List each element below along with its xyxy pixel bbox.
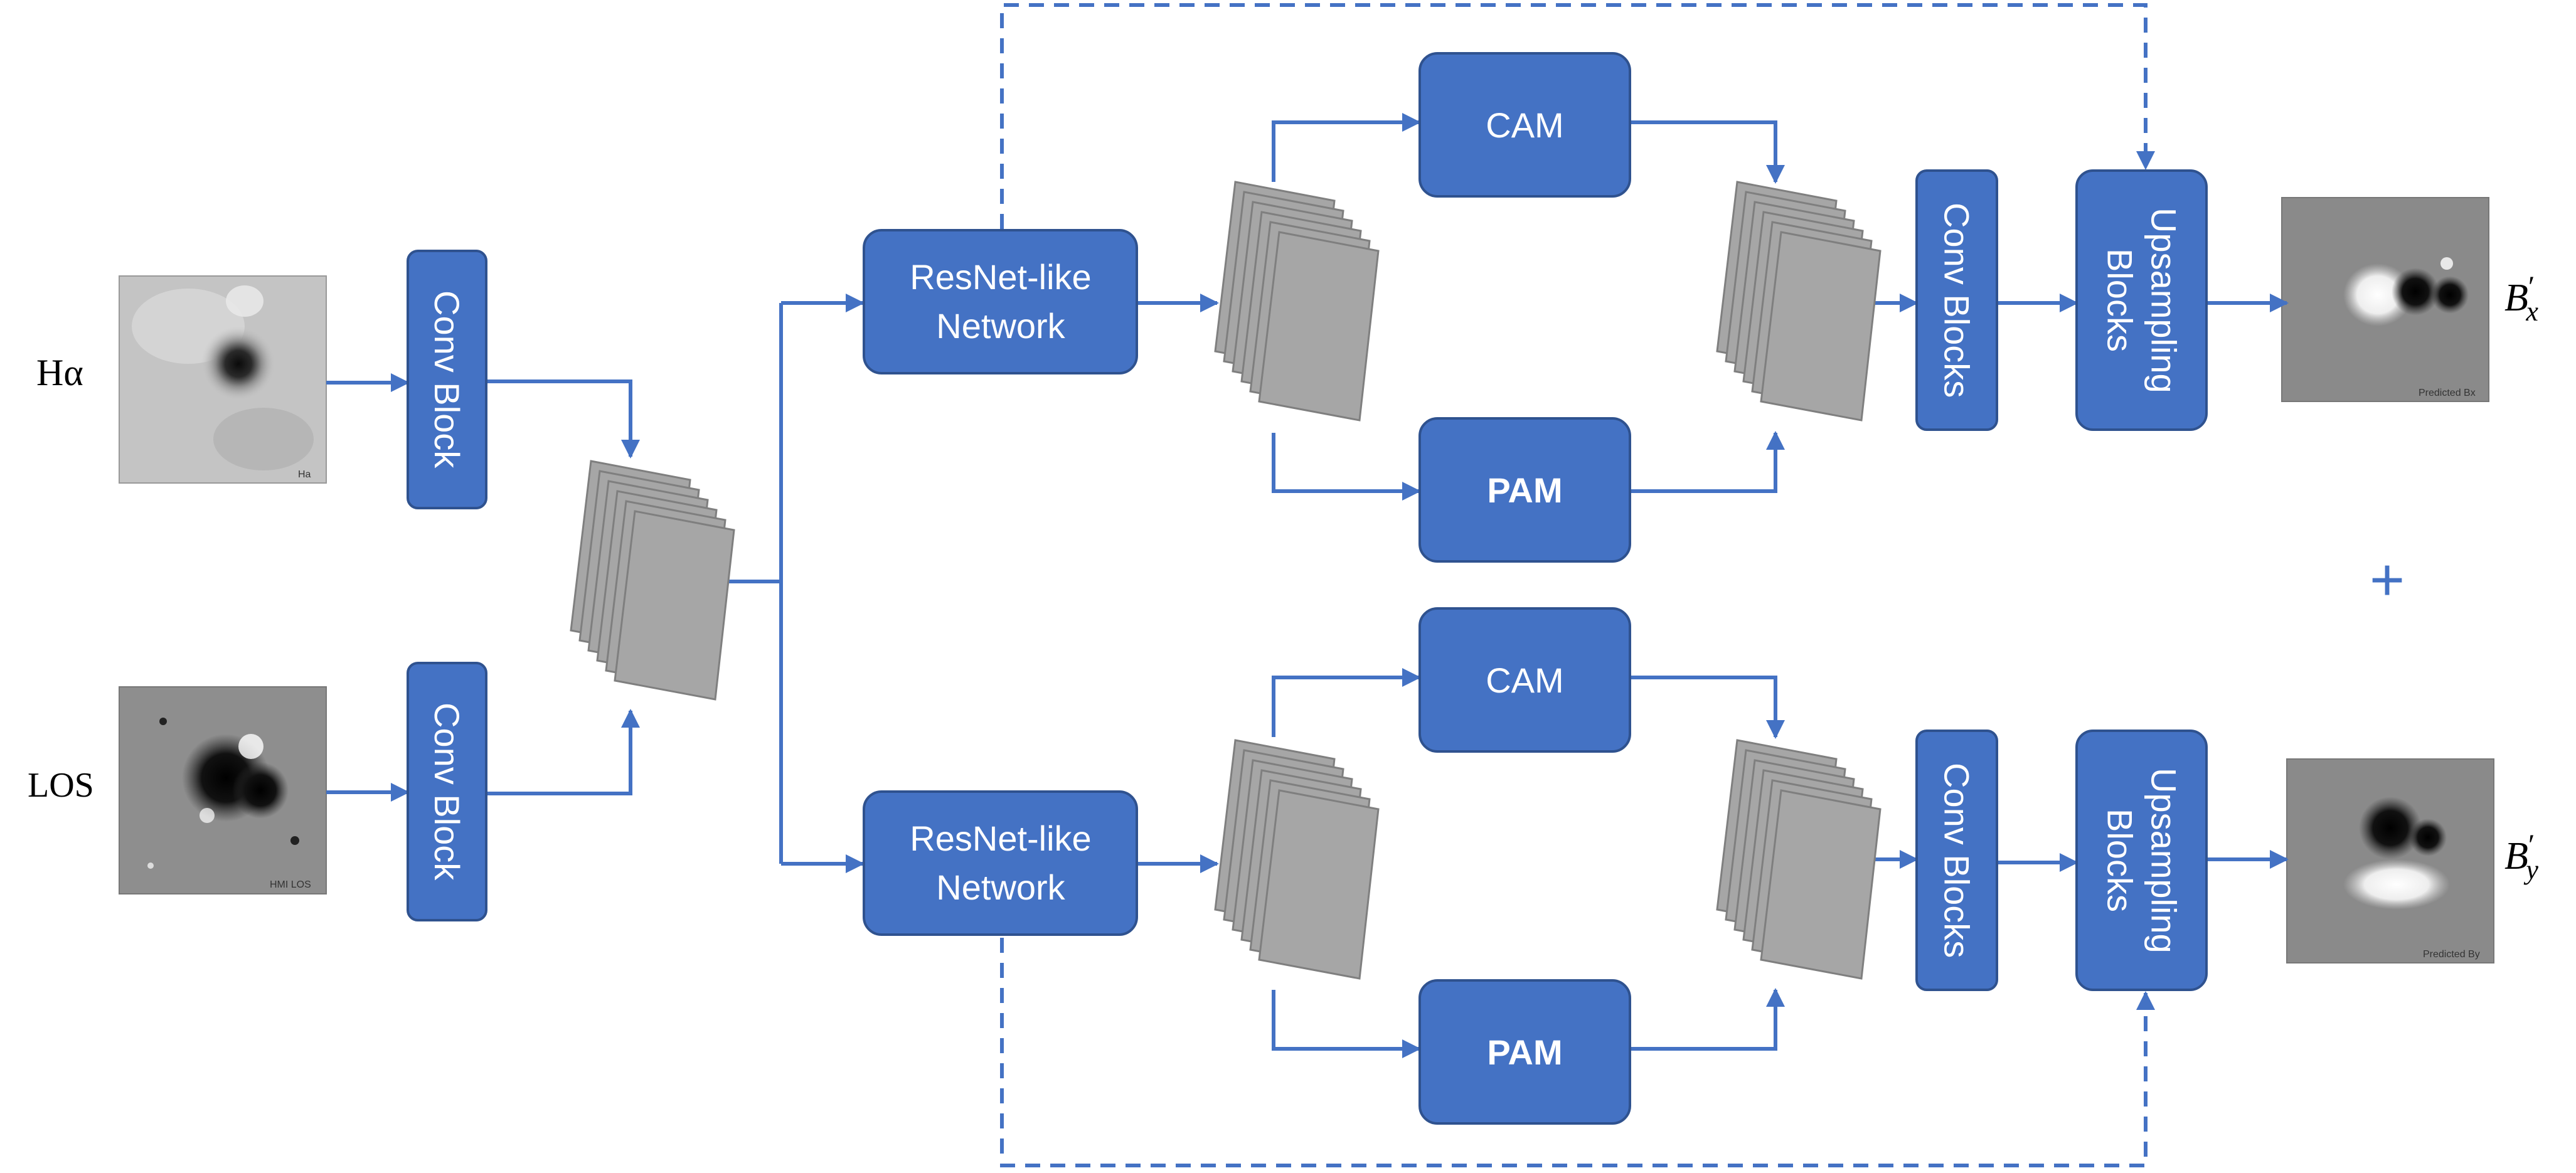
resnet-top-label: ResNet-like Network [910,257,1092,346]
upsampling-bottom-label: Upsampling Blocks [2100,767,2184,953]
by-label: B′y [2504,829,2547,885]
bx-symbol: B [2504,277,2528,319]
bx-image-tag: Predicted Bx [2419,388,2476,398]
by-image-tag: Predicted By [2423,949,2480,960]
resnet-block-top [863,229,1138,374]
halpha-image-tag: Ha [298,469,311,480]
conv-block-halpha-label: Conv Block [427,290,467,469]
los-image-tag: HMI LOS [270,879,311,890]
los-image [119,686,327,894]
upsampling-block-top [2075,169,2208,431]
top-attention-feature-maps [1716,181,1881,422]
plus-sign: + [2369,546,2405,613]
pam-block-bottom [1418,979,1631,1125]
conv-blocks-top [1915,169,1998,431]
los-label: LOS [28,766,94,805]
connector-arrows [326,113,2289,1058]
bx-prime: ′ [2528,270,2535,304]
bottom-attention-feature-maps [1716,739,1881,980]
skip-connection-top [1000,3,2155,229]
upsampling-top-label: Upsampling Blocks [2100,207,2184,393]
cam-bottom-label: CAM [1486,660,1564,700]
resnet-bottom-label: ResNet-like Network [910,818,1092,907]
cam-block-bottom [1418,607,1631,753]
fused-feature-maps [570,460,735,701]
pam-top-label: PAM [1487,470,1563,510]
upsampling-block-bottom [2075,730,2208,991]
skip-connection-bottom [1000,938,2155,1167]
bx-subscript: x [2526,296,2538,327]
cam-top-label: CAM [1486,105,1564,145]
conv-block-halpha [407,250,487,509]
pam-block-top [1418,417,1631,563]
pam-bottom-label: PAM [1487,1032,1563,1072]
conv-blocks-bottom-label: Conv Blocks [1937,762,1977,958]
bx-label: B′x [2504,270,2547,327]
resnet-block-bottom [863,790,1138,936]
predicted-bx-image [2281,197,2489,402]
halpha-label: Hα [36,352,83,393]
conv-blocks-top-label: Conv Blocks [1937,202,1977,398]
by-prime: ′ [2528,829,2535,862]
conv-block-los [407,662,487,921]
halpha-image [119,275,327,484]
conv-blocks-bottom [1915,730,1998,991]
by-subscript: y [2526,854,2538,885]
cam-block-top [1418,52,1631,198]
predicted-by-image [2286,758,2494,963]
top-feature-maps [1214,181,1380,422]
conv-block-los-label: Conv Block [427,703,467,881]
by-symbol: B [2504,835,2528,878]
bottom-feature-maps [1214,739,1380,980]
